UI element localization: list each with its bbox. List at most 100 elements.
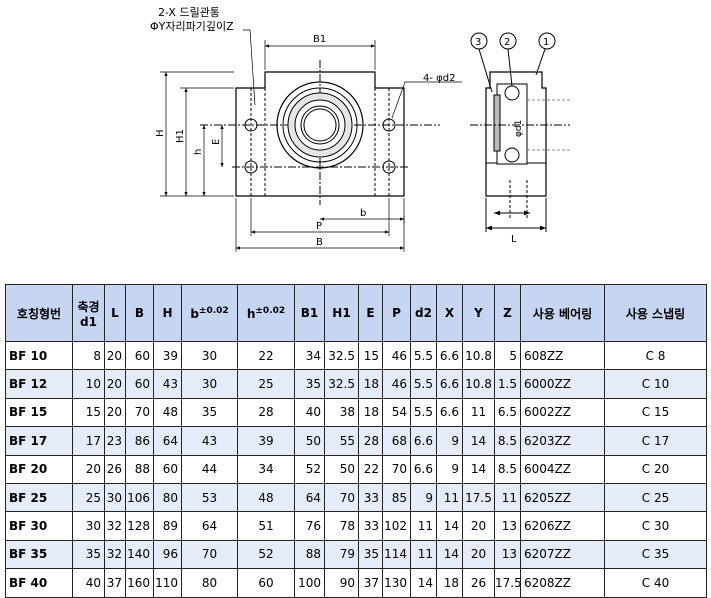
note-counterbore: ΦY자리파기깊이Z — [150, 20, 234, 33]
note-drill: 2-X 드릴관통 — [158, 6, 220, 19]
cell-P: 46 — [382, 369, 411, 399]
cell-B1: 35 — [294, 369, 325, 399]
cell-P: 130 — [382, 568, 411, 598]
cell-L: 26 — [104, 454, 126, 484]
mount-hole — [244, 160, 258, 174]
cell-d2: 5.5 — [410, 369, 437, 399]
cell-B: 128 — [125, 511, 154, 541]
cell-snap: C 8 — [604, 340, 707, 371]
cell-snap: C 35 — [604, 539, 707, 570]
cell-Y: 11 — [462, 397, 495, 428]
cell-B1: 52 — [294, 454, 325, 484]
cell-H: 48 — [153, 397, 182, 428]
cell-E: 28 — [358, 426, 383, 456]
cell-bearing: 6203ZZ — [520, 426, 605, 456]
cell-X: 9 — [436, 454, 463, 484]
cell-Z: 1.5 — [494, 369, 521, 399]
cell-H1: 50 — [324, 454, 359, 484]
cell-d1: 15 — [72, 397, 105, 428]
cell-H: 89 — [153, 511, 182, 541]
cell-d1: 25 — [72, 482, 105, 513]
cell-X: 6.6 — [436, 397, 463, 428]
dim-label-h: h — [193, 149, 204, 155]
cell-B: 60 — [125, 369, 154, 399]
cell-Z: 17.5 — [494, 568, 522, 598]
cell-H1: 32.5 — [324, 369, 359, 399]
header-h: h±0.02 — [237, 284, 295, 342]
header-B1: B1 — [294, 284, 325, 342]
cell-model: BF 10 — [5, 340, 73, 371]
dim-label-B: B — [316, 237, 323, 248]
cell-h: 51 — [237, 511, 295, 541]
cell-H: 110 — [153, 568, 182, 598]
cell-bearing: 608ZZ — [520, 340, 605, 371]
cell-B1: 50 — [294, 426, 325, 456]
cell-snap: C 10 — [604, 369, 707, 399]
header-Z: Z — [494, 284, 521, 342]
cell-b: 80 — [181, 568, 238, 598]
cell-E: 18 — [358, 397, 383, 428]
cell-P: 102 — [382, 511, 411, 541]
cell-P: 70 — [382, 454, 411, 484]
cell-L: 23 — [104, 426, 126, 456]
cell-h: 48 — [237, 482, 295, 513]
cell-Y: 26 — [462, 568, 495, 598]
cell-h: 28 — [237, 397, 295, 428]
cell-d1: 35 — [72, 539, 105, 570]
header-Y: Y — [462, 284, 495, 342]
cell-Y: 20 — [462, 539, 495, 570]
balloon-3-label: 3 — [475, 37, 481, 48]
cell-H: 43 — [153, 369, 182, 399]
dim-label-holes: 4- φd2 — [423, 73, 455, 84]
cell-Y: 14 — [462, 454, 495, 484]
cell-h: 22 — [237, 340, 295, 371]
cell-d1: 10 — [72, 369, 105, 399]
cell-X: 11 — [436, 482, 463, 513]
cell-Z: 11 — [494, 482, 521, 513]
cell-X: 18 — [436, 568, 463, 598]
cell-b: 53 — [181, 482, 238, 513]
cell-L: 30 — [104, 482, 126, 513]
cell-H1: 55 — [324, 426, 359, 456]
dim-label-H: H — [155, 129, 166, 137]
cell-L: 20 — [104, 340, 126, 371]
cell-H1: 78 — [324, 511, 359, 541]
cell-B1: 88 — [294, 539, 325, 570]
cell-B: 160 — [125, 568, 154, 598]
cell-snap: C 25 — [604, 482, 707, 513]
cell-Y: 14 — [462, 426, 495, 456]
cell-H: 64 — [153, 426, 182, 456]
cell-Z: 5 — [494, 340, 521, 371]
balloon-3 — [470, 32, 488, 50]
cell-E: 15 — [358, 340, 383, 371]
cell-H: 39 — [153, 340, 182, 371]
dim-label-E: E — [211, 139, 222, 145]
cell-X: 14 — [436, 539, 463, 570]
cell-H: 60 — [153, 454, 182, 484]
cell-B: 60 — [125, 340, 154, 371]
cell-L: 20 — [104, 397, 126, 428]
cell-L: 32 — [104, 511, 126, 541]
cell-model: BF 12 — [5, 369, 73, 399]
dim-label-P: P — [316, 221, 322, 232]
header-B: B — [125, 284, 154, 342]
dim-label-b: b — [360, 208, 366, 219]
cell-h: 34 — [237, 454, 295, 484]
cell-B: 106 — [125, 482, 154, 513]
header-P: P — [382, 284, 411, 342]
dim-label-H1: H1 — [175, 129, 186, 143]
cell-P: 54 — [382, 397, 411, 428]
dim-label-b1: B1 — [313, 34, 326, 45]
cell-b: 30 — [181, 340, 238, 371]
cell-snap: C 15 — [604, 397, 707, 428]
cell-B: 86 — [125, 426, 154, 456]
cell-d2: 11 — [410, 511, 437, 541]
cell-L: 20 — [104, 369, 126, 399]
header-model: 호칭형번 — [5, 284, 73, 342]
cell-h: 25 — [237, 369, 295, 399]
